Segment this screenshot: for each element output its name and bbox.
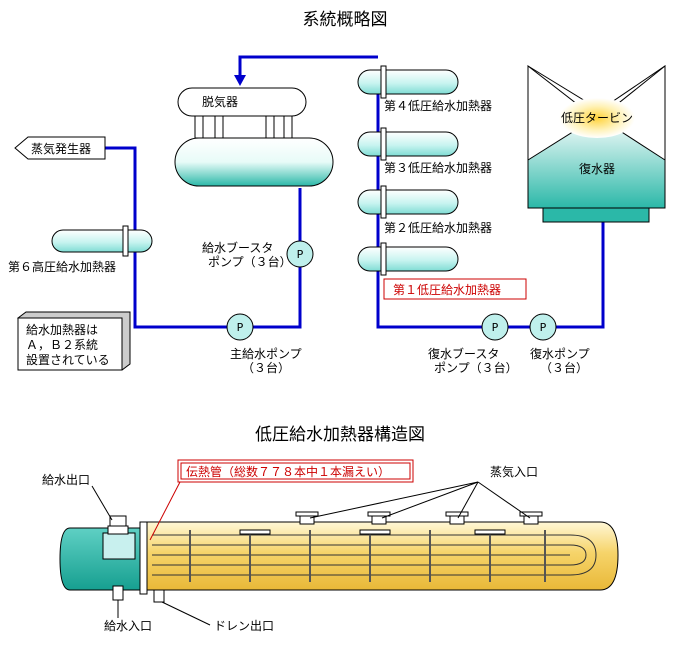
water-head: [59, 515, 165, 603]
lp-heater-1-label: 第１低圧給水加熱器: [393, 283, 501, 297]
heater-shell: [145, 521, 619, 591]
cond-booster-pump: P 復水ブースタ ポンプ（３台）: [428, 313, 518, 375]
flow-arrow-icon: [234, 75, 246, 86]
booster-pump-label-2: ポンプ（３台）: [208, 254, 292, 269]
feed-inlet-label: 給水入口: [104, 619, 152, 633]
steam-generator-label: 蒸気発生器: [31, 141, 91, 156]
tube-label: 伝熱管（総数７７８本中１本漏えい）: [186, 464, 390, 479]
system-title: 系統概略図: [303, 10, 388, 30]
lp-turbine-glow: [559, 98, 635, 138]
hp-heater-6-label: 第６高圧給水加熱器: [8, 259, 116, 274]
note-box: 給水加熱器は Ａ，Ｂ２系統 設置されている: [17, 311, 131, 371]
condenser-label: 復水器: [579, 161, 615, 176]
lp-heater-2: 第２低圧給水加熱器: [357, 185, 492, 235]
steam-inlet-label: 蒸気入口: [490, 464, 538, 479]
lp-heater-1: 第１低圧給水加熱器: [357, 242, 527, 300]
lp-heater-4: 第４低圧給水加熱器: [357, 65, 492, 113]
cond-pump-label-2: （３台）: [540, 360, 588, 375]
feed-outlet-label: 給水出口: [42, 473, 90, 487]
main-pump-label-1: 主給水ポンプ: [230, 347, 302, 361]
pump-symbol: P: [297, 248, 304, 261]
lp-heater-3: 第３低圧給水加熱器: [357, 127, 492, 175]
cond-booster-pump-label-1: 復水ブースタ: [428, 346, 499, 361]
lp-heater-4-label: 第４低圧給水加熱器: [384, 99, 492, 113]
cond-pump: P 復水ポンプ （３台）: [529, 313, 590, 375]
deaerator: 脱気器: [174, 87, 334, 187]
hp-heater-6: 第６高圧給水加熱器: [8, 225, 153, 274]
pump-symbol: P: [540, 321, 547, 334]
tube-callout: 伝熱管（総数７７８本中１本漏えい）: [149, 459, 414, 541]
booster-pump: P 給水ブースタ ポンプ（３台）: [202, 240, 314, 269]
drain-outlet-label: ドレン出口: [214, 619, 274, 633]
structure-title: 低圧給水加熱器構造図: [255, 425, 425, 445]
steam-inlet-arrows: [309, 481, 531, 519]
note-line-1: 給水加熱器は: [26, 323, 98, 337]
booster-pump-label-1: 給水ブースタ: [202, 240, 273, 255]
steam-nozzles: [295, 511, 543, 525]
note-line-3: 設置されている: [26, 352, 110, 367]
main-pump-label-2: （３台）: [242, 360, 290, 375]
pump-symbol: P: [492, 321, 499, 334]
lp-heater-1-highlight-box: [383, 278, 527, 300]
pump-symbol: P: [237, 321, 244, 334]
main-pump: P 主給水ポンプ （３台）: [226, 313, 302, 375]
lp-heater-2-label: 第２低圧給水加熱器: [384, 221, 492, 235]
cond-booster-pump-label-2: ポンプ（３台）: [434, 360, 518, 375]
note-line-2: Ａ，Ｂ２系統: [26, 338, 98, 352]
cond-pump-label-1: 復水ポンプ: [530, 346, 590, 361]
lp-heater-3-label: 第３低圧給水加熱器: [384, 161, 492, 175]
steam-generator: 蒸気発生器: [14, 136, 106, 160]
condenser-unit: 低圧タービン 復水器: [527, 64, 666, 223]
deaerator-label: 脱気器: [202, 94, 238, 109]
lp-turbine-label: 低圧タービン: [561, 111, 633, 125]
